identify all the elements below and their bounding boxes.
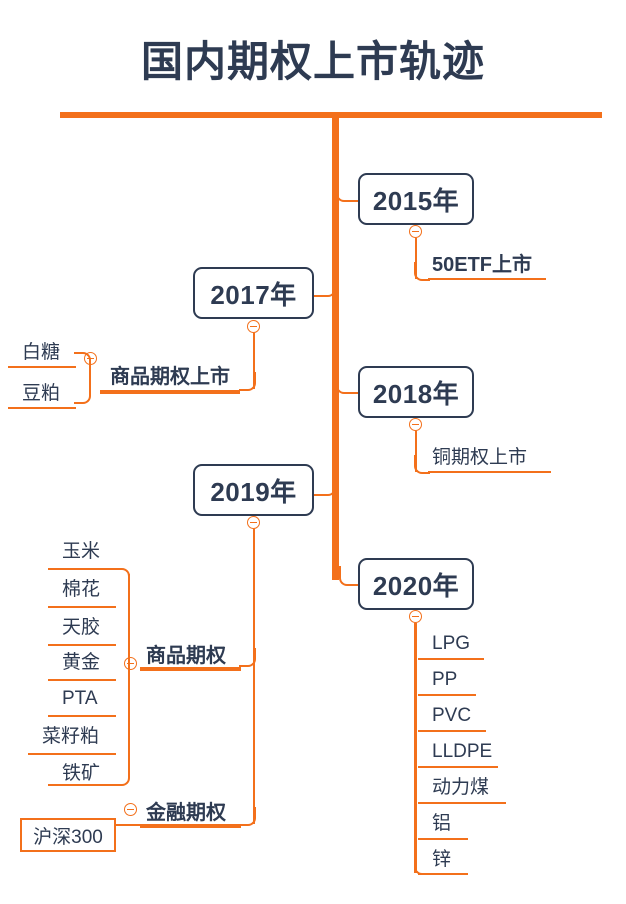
rail-2015-children [414, 238, 417, 279]
leaf-copper-options[interactable]: 铜期权上市 [432, 447, 528, 468]
underline-huangjin [48, 679, 116, 681]
elbow-2019-financial [239, 807, 256, 826]
elbow-2015-50etf [414, 262, 430, 281]
leaf-pvc[interactable]: PVC [432, 705, 472, 726]
leaf-commodity-options-2017[interactable]: 商品期权上市 [110, 366, 230, 388]
node-2018-label: 2018年 [372, 378, 460, 409]
connector-spine-to-2015 [336, 182, 360, 202]
underline-lv [418, 838, 468, 840]
underline-xin [418, 873, 468, 875]
rail-2018-children [414, 431, 417, 472]
elbow-tiekuang [113, 762, 130, 786]
underline-commodity-options-2017 [100, 390, 240, 394]
root-spine-vertical [332, 118, 339, 580]
rail-2020-children [414, 623, 417, 873]
rail-2019-children [252, 529, 255, 824]
underline-commodity-options-2019 [140, 667, 241, 671]
underline-financial-options-2019 [140, 824, 241, 828]
leaf-caizipo[interactable]: 菜籽粕 [42, 726, 100, 747]
underline-baitang [8, 366, 76, 368]
toggle-2018[interactable] [409, 418, 422, 431]
node-2020-label: 2020年 [372, 570, 460, 601]
elbow-baitang [74, 352, 91, 368]
node-2015-label: 2015年 [372, 185, 460, 216]
leaf-lldpe[interactable]: LLDPE [432, 741, 493, 762]
underline-doupo [8, 407, 76, 409]
underline-tianjiao [48, 644, 116, 646]
root-trunk-horizontal [60, 112, 602, 118]
leaf-doupo[interactable]: 豆粕 [22, 383, 61, 404]
underline-pvc [418, 730, 486, 732]
connector-spine-to-2018 [336, 374, 360, 394]
connector-spine-to-2020 [339, 566, 361, 586]
node-2018[interactable]: 2018年 [358, 366, 474, 418]
elbow-yumi [113, 568, 130, 582]
node-2019-label: 2019年 [210, 476, 297, 507]
leaf-lv[interactable]: 铝 [432, 813, 452, 834]
leaf-hs300-label: 沪深300 [33, 826, 103, 848]
connector-hs300-rail [114, 824, 142, 826]
node-2017[interactable]: 2017年 [193, 267, 314, 319]
underline-50etf [428, 278, 546, 280]
leaf-commodity-options-2019[interactable]: 商品期权 [146, 645, 226, 667]
rail-2019-commodity-leaves [128, 574, 130, 774]
leaf-mianhua[interactable]: 棉花 [62, 579, 101, 600]
underline-pta [48, 715, 116, 717]
elbow-doupo [74, 366, 91, 404]
leaf-xin[interactable]: 锌 [432, 849, 452, 870]
toggle-2020[interactable] [409, 610, 422, 623]
connector-spine-to-2019 [314, 476, 336, 496]
underline-copper-options [428, 471, 551, 473]
elbow-2017-commodity [239, 372, 256, 391]
leaf-pta[interactable]: PTA [62, 688, 98, 709]
node-2020[interactable]: 2020年 [358, 558, 474, 610]
leaf-financial-options-2019[interactable]: 金融期权 [146, 802, 226, 824]
node-2017-label: 2017年 [210, 279, 297, 310]
toggle-2019[interactable] [247, 516, 260, 529]
leaf-yumi[interactable]: 玉米 [62, 541, 101, 562]
underline-caizipo [28, 753, 116, 755]
leaf-tianjiao[interactable]: 天胶 [62, 617, 101, 638]
leaf-pp[interactable]: PP [432, 669, 458, 690]
toggle-commodity-options-2019[interactable] [124, 657, 137, 670]
underline-mianhua [48, 606, 116, 608]
connector-spine-to-2017 [314, 277, 336, 297]
node-2015[interactable]: 2015年 [358, 173, 474, 225]
underline-pp [418, 694, 476, 696]
toggle-financial-options-2019[interactable] [124, 803, 137, 816]
underline-lldpe [418, 766, 498, 768]
leaf-tiekuang[interactable]: 铁矿 [62, 763, 101, 784]
rail-2017-children [252, 333, 255, 389]
page-title: 国内期权上市轨迹 [140, 38, 485, 85]
node-2019[interactable]: 2019年 [193, 464, 314, 516]
leaf-huangjin[interactable]: 黄金 [62, 652, 101, 673]
elbow-2018-copper [414, 455, 430, 474]
toggle-2015[interactable] [409, 225, 422, 238]
toggle-2017[interactable] [247, 320, 260, 333]
underline-tiekuang [48, 784, 116, 786]
leaf-hs300[interactable]: 沪深300 [20, 818, 116, 852]
leaf-lpg[interactable]: LPG [432, 633, 471, 654]
underline-lpg [418, 658, 484, 660]
underline-yumi [48, 568, 116, 570]
leaf-dongliemei[interactable]: 动力煤 [432, 777, 490, 798]
leaf-baitang[interactable]: 白糖 [22, 342, 61, 363]
elbow-2019-commodity [239, 648, 256, 667]
leaf-50etf[interactable]: 50ETF上市 [432, 254, 533, 276]
underline-dongliemei [418, 802, 506, 804]
